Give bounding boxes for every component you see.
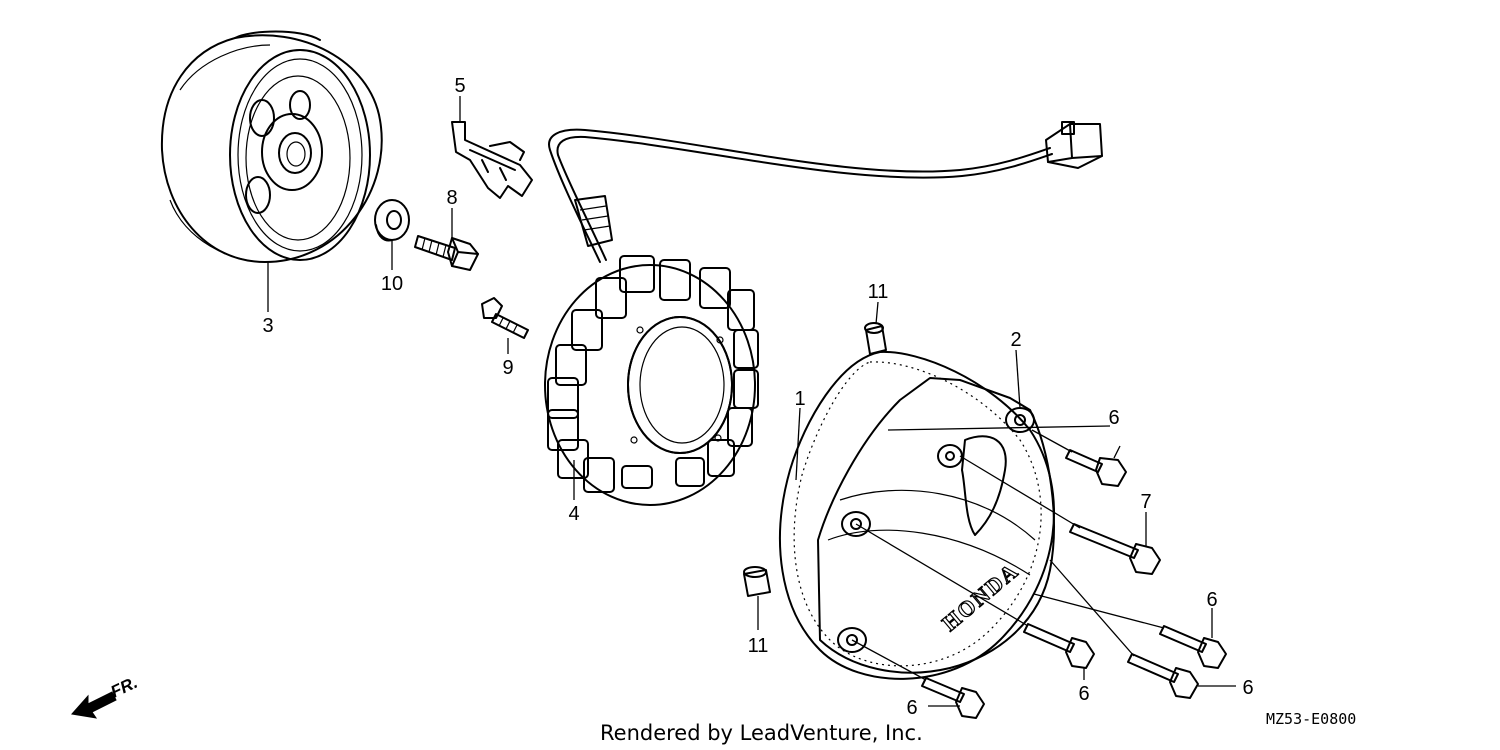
long-cover-bolt[interactable] <box>1069 523 1161 575</box>
callout-9: 9 <box>502 357 513 379</box>
dowel-pin-lower[interactable] <box>743 566 771 597</box>
leader-lines <box>267 96 1236 707</box>
diagram-code: MZ53-E0800 <box>1266 710 1356 728</box>
callout-1: 1 <box>794 388 805 410</box>
callout-3: 3 <box>262 315 273 337</box>
stator[interactable] <box>544 121 1103 506</box>
left-crankcase-cover[interactable]: HONDA <box>817 377 1055 674</box>
callout-11-lower: 11 <box>748 635 769 657</box>
front-arrow-icon <box>71 691 117 719</box>
honda-logo: HONDA <box>937 558 1023 636</box>
wire-clamp[interactable] <box>451 121 533 199</box>
cover-bolt-lower[interactable] <box>921 677 985 719</box>
cover-bolt-right[interactable] <box>1159 625 1227 669</box>
callout-6-lower-right: 6 <box>1242 677 1253 699</box>
flywheel-bolt[interactable] <box>414 235 479 271</box>
callout-6-upper: 6 <box>1108 407 1119 429</box>
dowel-pin-upper[interactable] <box>864 322 887 355</box>
callout-5: 5 <box>454 75 465 97</box>
callout-6-lower: 6 <box>906 697 917 719</box>
stator-screw[interactable] <box>481 297 529 339</box>
callout-4: 4 <box>568 503 579 525</box>
cover-gasket[interactable] <box>779 350 1055 680</box>
flywheel-rotor[interactable] <box>160 30 383 263</box>
credit-text: Rendered by LeadVenture, Inc. <box>600 721 923 745</box>
callout-6-center: 6 <box>1078 683 1089 705</box>
washer[interactable] <box>374 199 410 242</box>
callout-7: 7 <box>1140 491 1151 513</box>
cover-bolt-lower-right[interactable] <box>1127 653 1199 699</box>
callout-8: 8 <box>446 187 457 209</box>
callout-11-upper: 11 <box>868 281 889 303</box>
cover-bolt-upper[interactable] <box>1065 449 1127 487</box>
front-direction-indicator: FR. <box>71 673 141 719</box>
callout-10: 10 <box>381 273 403 295</box>
callout-2: 2 <box>1010 329 1021 351</box>
callout-6-right: 6 <box>1206 589 1217 611</box>
cover-bolt-center[interactable] <box>1023 623 1095 669</box>
